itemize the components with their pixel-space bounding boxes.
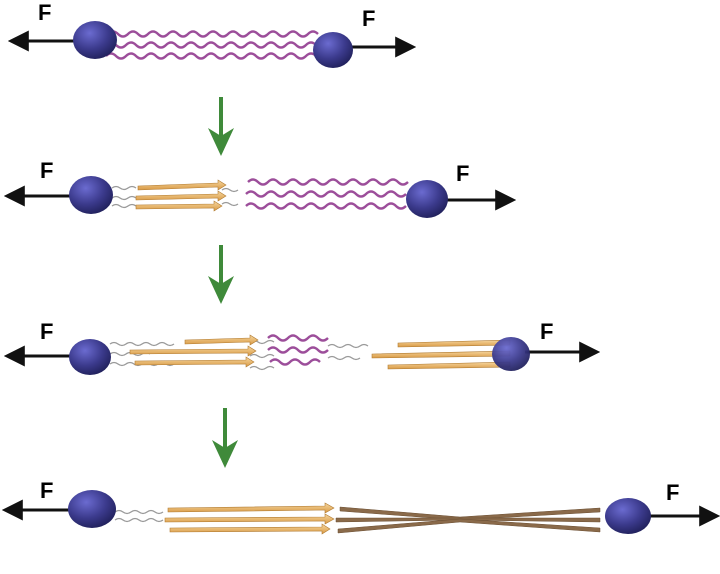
beta-strand [184,334,259,346]
alpha-helix [245,202,407,210]
bead-left [69,176,113,214]
stage-3: F F [3,319,601,375]
beta-sheet [371,339,511,370]
force-label-right: F [362,6,375,31]
beta-strand [135,200,223,212]
beta-sheet [164,502,335,535]
alpha-helix [247,178,409,186]
linker-segment [114,509,164,523]
beta-strand [397,339,511,348]
beta-strand [387,361,511,370]
force-label-left: F [38,0,51,25]
force-label-right: F [666,480,679,505]
force-label-left: F [40,319,53,344]
alpha-helix [107,30,319,38]
helix-bundle [245,178,409,210]
helix-bundle [267,334,329,366]
force-label-right: F [456,161,469,186]
bead-right [313,32,353,68]
stage-1: F F [7,0,417,68]
beta-strand [167,502,335,514]
beta-strand [164,513,335,525]
beta-strand [134,356,255,368]
beta-strand [169,523,331,535]
beta-strand [135,190,227,202]
bead-right [492,337,530,371]
bead-left [68,490,116,528]
alpha-helix [105,52,327,60]
stage-4: F F [1,478,720,535]
alpha-helix [269,358,321,366]
beta-sheet [129,334,259,368]
transition-arrow-3 [212,408,238,468]
beta-strand [371,350,511,359]
transition-arrow-1 [208,97,234,156]
alpha-helix [267,334,329,342]
alpha-helix [245,190,407,198]
force-label-left: F [40,158,53,183]
beta-strand [337,518,601,534]
bead-left [73,21,117,59]
stage-2: F F [3,158,517,218]
beta-strand [339,506,601,521]
alpha-helix [267,346,329,354]
force-label-right: F [540,319,553,344]
bead-right [406,180,448,218]
force-label-left: F [40,478,53,503]
beta-strand [137,179,227,191]
beta-sheet-dark [335,506,601,534]
helix-bundle [105,30,327,60]
alpha-helix [105,41,327,49]
linker-segment [111,185,239,209]
beta-strand [129,345,257,357]
beta-sheet [135,179,227,212]
bead-left [69,339,111,375]
bead-right [605,498,651,534]
transition-arrow-2 [208,245,234,304]
